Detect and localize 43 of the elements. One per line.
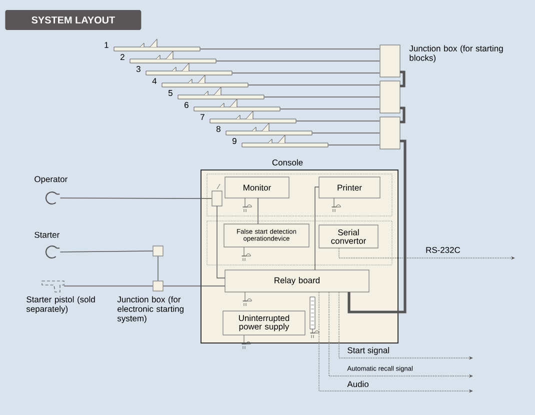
lane-number: 6 [184,102,188,108]
cable [60,250,153,252]
lane-number: 9 [232,138,236,144]
lane-number: 8 [216,126,220,132]
cable [400,70,406,88]
lane-number: 4 [152,78,157,84]
device-box: Printer [318,176,380,198]
cable [280,108,380,110]
cable [328,144,380,146]
edge-label: RS-232C [424,246,462,254]
junction-box [152,246,164,256]
lane-number: 3 [136,66,140,72]
cable [60,198,212,199]
cable [200,48,380,50]
cable [296,120,380,122]
junction-box-label: Junction box (for electronic starting system) [117,296,184,324]
cable [314,186,320,270]
junction-box-label: Junction box (for starting blocks) [409,45,503,63]
person-label: Operator [34,176,68,184]
person-label: Starter [34,232,60,238]
junction-box [380,116,400,150]
title-bar: SYSTEM LAYOUT [5,10,142,30]
cable [216,60,380,62]
lane-number: 2 [120,54,124,60]
person-label: Starter pistol (sold separately) [26,296,95,314]
switch-box [212,184,222,206]
device-box: Relay board [224,270,370,292]
edge-label: Start signal [346,346,391,356]
cable [400,106,406,124]
lane-number: 1 [104,42,108,48]
device-box: Uninterrupted power supply [222,310,306,336]
console-heading: Console [272,159,303,166]
lane-number: 7 [200,114,204,120]
cable [264,96,380,98]
cable [232,72,380,74]
cable [216,206,226,278]
cable [248,84,380,86]
cable [312,132,380,134]
device-box: Monitor [224,176,290,198]
device-box: Serial convertor [318,224,378,248]
lane-number: 5 [168,90,172,96]
cable [348,140,406,314]
junction-box [380,80,400,114]
